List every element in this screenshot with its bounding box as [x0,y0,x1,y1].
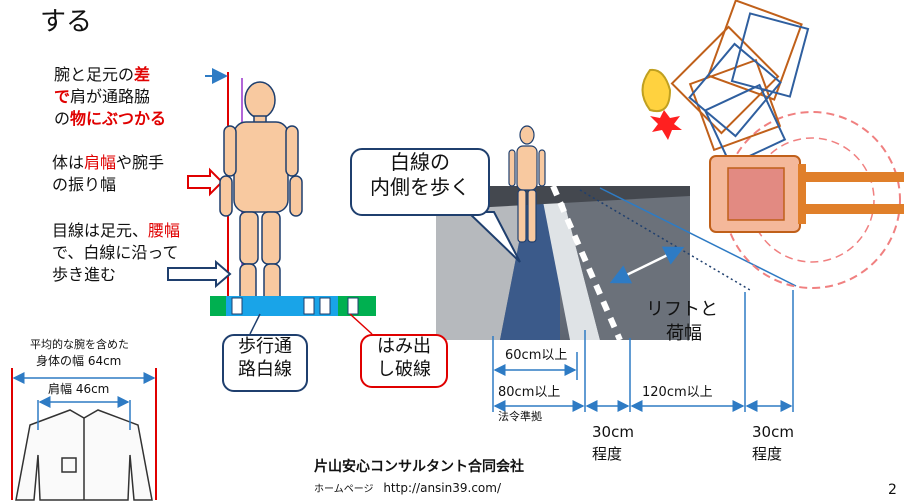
dim-gap2-b: 程度 [752,445,783,463]
forklift-turning-diagram [641,0,904,289]
note1-line2: で肩が通路脇 [54,87,151,106]
lift-label-line2: 荷幅 [666,323,702,344]
gaze-arrow-icon [167,259,232,289]
dim-gap2-a: 30cm [752,423,794,441]
callout-walk-inside: 白線の内側を歩く [350,148,490,216]
note2-line1: 体は肩幅や腕手 [52,153,165,172]
person-top-icon [641,68,672,112]
note2-line2: の振り幅 [52,175,117,194]
note1-line1: 腕と足元の差 [54,65,151,84]
note3-line1: 目線は足元、腰幅 [52,221,181,240]
shirt-label-arms: 平均的な腕を含めた [30,338,129,351]
dim-law: 法令準拠 [498,410,542,423]
homepage-line: ホームページ http://ansin39.com/ [314,481,501,495]
lift-label-line1: リフトと [646,299,718,320]
page-number: 2 [888,482,897,498]
warehouse-photo [436,186,690,340]
dim-60cm: 60cm以上 [505,348,568,363]
callout-dashed-line: はみ出し破線 [360,334,448,388]
shirt-drawing [15,409,153,501]
collision-icon [650,110,682,140]
shirt-label-shoulder: 肩幅 46cm [48,382,110,396]
dim-gap1-b: 程度 [592,445,623,463]
dim-120cm: 120cm以上 [642,385,713,400]
mannequin-figure [219,81,303,315]
callout-walkway-line: 歩行通路白線 [222,334,308,392]
dashed-white-line [550,184,623,342]
homepage-link[interactable]: http://ansin39.com/ [383,481,501,495]
company-name: 片山安心コンサルタント合同会社 [314,459,524,475]
shoulder-arrow-icon [187,167,224,197]
note1-line3: の物にぶつかる [54,109,167,128]
note3-line3: 歩き進む [52,265,117,284]
small-mannequin [508,125,546,243]
shirt-label-body-width: 身体の幅 64cm [36,354,122,368]
note3-line2: で、白線に沿って [52,243,179,262]
dim-80cm: 80cm以上 [498,385,561,400]
title-fragment: する [40,7,93,37]
dim-gap1-a: 30cm [592,423,634,441]
